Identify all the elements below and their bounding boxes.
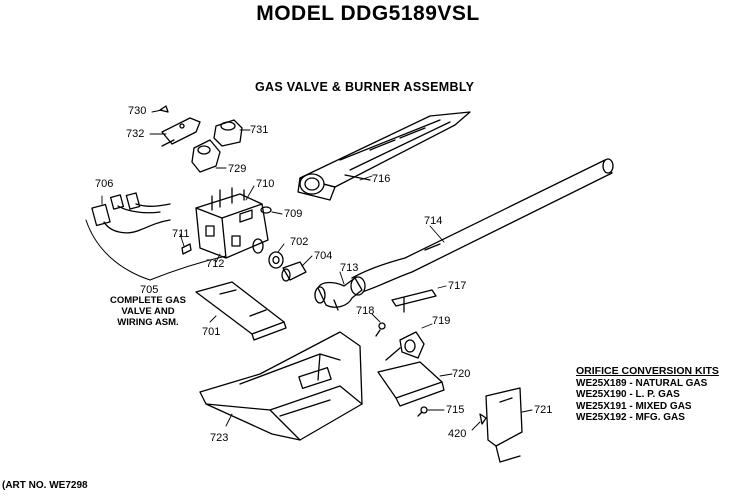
- part-number-721: 721: [534, 404, 553, 416]
- part-number-723: 723: [210, 432, 229, 444]
- part-number-706: 706: [95, 178, 114, 190]
- tube-717: [392, 290, 436, 312]
- orifice-conversion-kits: ORIFICE CONVERSION KITS WE25X189 - NATUR…: [576, 365, 719, 424]
- burner-716: [298, 112, 470, 200]
- screw-715: [418, 407, 427, 416]
- kit-item: WE25X190 - L. P. GAS: [576, 389, 680, 400]
- kit-item: WE25X191 - MIXED GAS: [576, 400, 692, 412]
- kit-item: WE25X189 - NATURAL GAS: [576, 377, 708, 389]
- bracket-732: [162, 118, 200, 146]
- part-number-712: 712: [206, 258, 225, 270]
- part-number-701: 701: [202, 326, 221, 338]
- section-title: GAS VALVE & BURNER ASSEMBLY: [255, 80, 475, 94]
- note-705-complete-gas-valve: COMPLETE GAS VALVE AND WIRING ASM.: [98, 295, 198, 328]
- kits-title: ORIFICE CONVERSION KITS: [576, 365, 719, 377]
- part-number-709: 709: [284, 208, 303, 220]
- note-line-3: WIRING ASM.: [117, 317, 179, 328]
- note-line-1: COMPLETE GAS: [109, 295, 186, 306]
- assembly-bracket-705: [86, 220, 226, 280]
- screw-420: [480, 414, 486, 424]
- part-number-731: 731: [250, 124, 269, 136]
- part-number-719: 719: [432, 315, 451, 327]
- part-number-711: 711: [172, 228, 190, 240]
- part-number-704: 704: [314, 250, 333, 262]
- nut-702: [269, 252, 283, 268]
- part-number-717: 717: [448, 280, 467, 292]
- part-number-715: 715: [446, 404, 465, 416]
- screw-711: [182, 244, 191, 254]
- part-number-720: 720: [452, 368, 471, 380]
- part-number-730: 730: [128, 105, 147, 117]
- part-number-729: 729: [228, 163, 247, 175]
- part-number-718: 718: [356, 305, 375, 317]
- model-title: MODEL DDG5189VSL: [256, 2, 480, 25]
- screw-718: [376, 323, 385, 336]
- tray-723: [200, 332, 362, 440]
- part-number-420: 420: [448, 428, 467, 440]
- part-number-705: 705: [140, 284, 159, 296]
- plate-701: [196, 282, 286, 340]
- part-709: [261, 207, 271, 213]
- part-number-716: 716: [372, 173, 391, 185]
- bracket-720: [378, 362, 444, 406]
- gas-valve-body: [196, 188, 268, 258]
- leader-lines: [102, 110, 532, 430]
- part-number-714: 714: [424, 215, 443, 227]
- bracket-721: [486, 388, 522, 462]
- fitting-704: [282, 262, 306, 281]
- part-719: [386, 332, 424, 360]
- part-number-702: 702: [290, 236, 309, 248]
- part-number-713: 713: [340, 262, 359, 274]
- kit-item: WE25X192 - MFG. GAS: [576, 412, 685, 423]
- wiring-706: [92, 193, 170, 233]
- note-line-2: VALVE AND: [121, 306, 175, 317]
- art-number: (ART NO. WE7298: [2, 480, 88, 491]
- coil-731: [214, 120, 242, 146]
- part-number-710: 710: [256, 178, 275, 190]
- screw-730: [160, 106, 168, 112]
- elbow-713: [315, 278, 362, 310]
- coil-729: [192, 140, 220, 172]
- part-number-732: 732: [126, 128, 145, 140]
